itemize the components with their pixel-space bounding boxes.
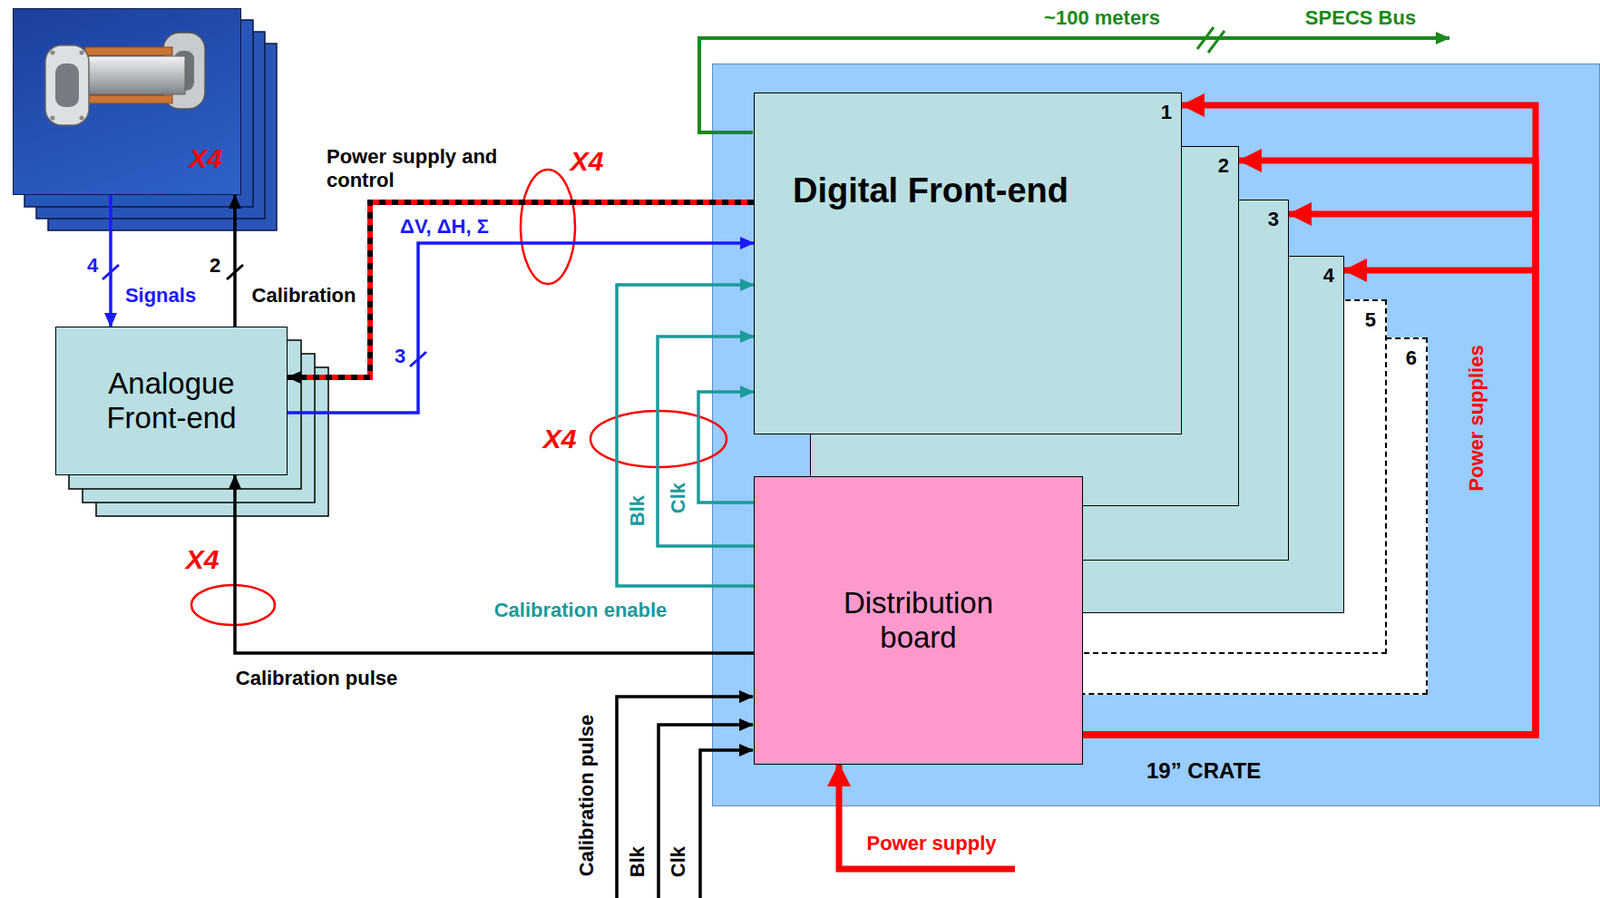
signal-label: Calibration enable bbox=[494, 598, 668, 623]
slot-number: 1 bbox=[1160, 100, 1172, 125]
detector-stack bbox=[24, 19, 277, 231]
signal-label: Calibration pulse bbox=[235, 666, 398, 691]
input-signal: Blk bbox=[625, 846, 650, 878]
connector bbox=[234, 195, 236, 327]
signal-label-holder: Power supply and control bbox=[326, 145, 499, 193]
multiplicity: X4 bbox=[185, 544, 220, 576]
afe-stack bbox=[68, 340, 329, 517]
node-label: Distribution board bbox=[814, 585, 1024, 655]
bus-width: 4 bbox=[87, 253, 98, 278]
signal-label-holder: Calibration bbox=[252, 283, 357, 308]
cable-length-holder: ~100 meters bbox=[1043, 6, 1161, 30]
multiplicity-holder: X4 bbox=[570, 146, 605, 177]
signal-label: Blk bbox=[625, 495, 650, 527]
node-label: 4 bbox=[1323, 263, 1335, 288]
multiplicity-holder: X4 bbox=[543, 423, 577, 455]
node-label: Analogue Front-end bbox=[67, 366, 276, 436]
cable-length: ~100 meters bbox=[1043, 6, 1161, 30]
power-label-holder: Power supplies bbox=[1464, 344, 1489, 491]
multiplicity: X4 bbox=[543, 423, 577, 455]
power-input bbox=[839, 763, 1015, 869]
input-signal: Clk bbox=[666, 846, 691, 878]
signal-label-holder: Clk bbox=[666, 482, 691, 514]
node-label: 19” CRATE bbox=[1146, 758, 1261, 784]
multiplicity: X4 bbox=[570, 146, 605, 177]
detector-panel: X4 bbox=[12, 8, 242, 196]
multiplicity-ellipse bbox=[191, 169, 727, 625]
connector bbox=[1082, 270, 1536, 735]
connector bbox=[616, 284, 754, 586]
bus-name-holder: SPECS Bus bbox=[1305, 6, 1416, 30]
node-label: 6 bbox=[1405, 346, 1417, 371]
input-signal-holder: Calibration pulse bbox=[575, 714, 599, 877]
power-label: Power supplies bbox=[1464, 344, 1489, 491]
multiplicity-holder: X4 bbox=[185, 544, 220, 576]
connector bbox=[698, 391, 754, 503]
connector bbox=[287, 243, 754, 413]
bus-width: 3 bbox=[394, 344, 406, 369]
signal-label-holder: Calibration pulse bbox=[235, 666, 398, 691]
node-label: Digital Front-end bbox=[792, 171, 1069, 211]
bus-ticks bbox=[102, 264, 427, 367]
signal-label-holder: Signals bbox=[125, 283, 196, 308]
input-signal-holder: Blk bbox=[625, 846, 650, 878]
bus-width-holder: 3 bbox=[394, 344, 406, 369]
node-label: X4 bbox=[188, 143, 223, 175]
node-label: 3 bbox=[1268, 207, 1279, 232]
specs-bus bbox=[699, 27, 1450, 133]
digital-frontend-board: Digital Front-end 1 bbox=[753, 92, 1182, 435]
power-label-holder: Power supply bbox=[866, 831, 996, 856]
signal-label: Power supply and control bbox=[326, 145, 499, 193]
connector bbox=[1082, 214, 1536, 735]
signal-label: ΔV, ΔH, Σ bbox=[400, 214, 489, 239]
connector bbox=[1082, 160, 1536, 735]
signal-label-holder: Calibration enable bbox=[494, 598, 668, 623]
distribution-board: Distribution board bbox=[753, 476, 1083, 765]
input-lines bbox=[616, 696, 753, 898]
bus-name: SPECS Bus bbox=[1305, 6, 1416, 30]
signal-label: Clk bbox=[666, 482, 691, 514]
bus-width-holder: 4 bbox=[87, 253, 98, 278]
bus-width-holder: 2 bbox=[209, 253, 221, 278]
bus-width: 2 bbox=[209, 253, 221, 278]
node-label: 5 bbox=[1365, 308, 1376, 332]
input-signal-holder: Clk bbox=[666, 846, 691, 878]
input-signal: Calibration pulse bbox=[575, 714, 599, 877]
connector bbox=[234, 475, 754, 654]
analogue-frontend-box: Analogue Front-end bbox=[55, 326, 288, 476]
signal-label: Signals bbox=[125, 283, 196, 308]
power-label: Power supply bbox=[866, 831, 996, 856]
node-label: 2 bbox=[1218, 154, 1230, 178]
connector bbox=[287, 202, 754, 378]
connector bbox=[657, 336, 754, 547]
signal-label-holder: ΔV, ΔH, Σ bbox=[400, 214, 489, 239]
connector bbox=[110, 195, 112, 327]
signal-label: Calibration bbox=[252, 283, 357, 308]
connector bbox=[1082, 105, 1536, 735]
signal-label-holder: Blk bbox=[625, 495, 650, 527]
